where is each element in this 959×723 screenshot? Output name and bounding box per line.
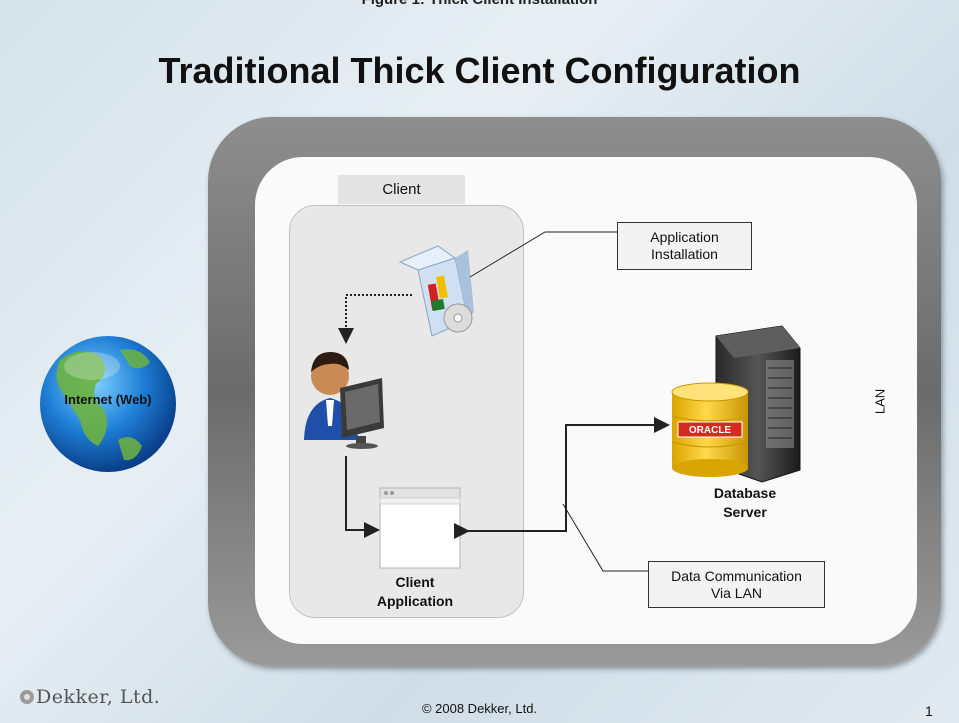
globe-icon: [40, 336, 176, 472]
install-box-icon: [398, 245, 474, 337]
callout-install-line-1: Application: [650, 229, 719, 245]
database-server-line-2: Server: [723, 504, 767, 520]
user-workstation-icon: [304, 352, 384, 449]
callout-install-line-2: Installation: [651, 246, 718, 262]
slide-title: Traditional Thick Client Configuration: [158, 50, 801, 91]
data-callout-connector: [562, 503, 648, 572]
page-number: 1: [925, 703, 933, 719]
database-server-label: Database Server: [690, 484, 800, 522]
database-server-line-1: Database: [713, 485, 777, 501]
footer-copyright: © 2008 Dekker, Ltd.: [421, 701, 538, 716]
workstation-to-app-arrow: [345, 456, 380, 538]
client-zone-label: Client: [338, 175, 465, 204]
callout-data-line-2: Via LAN: [710, 584, 763, 601]
install-flow-arrow: [338, 294, 412, 344]
figure-caption: Figure 1: Thick Client Installation: [0, 0, 959, 8]
internet-label: Internet (Web): [64, 392, 152, 407]
callout-data-line-1: Data Communication: [671, 567, 802, 584]
oracle-db-icon: ORACLE: [671, 382, 749, 477]
dekker-logo-icon: [20, 690, 34, 704]
footer-logo: Dekker, Ltd.: [36, 686, 161, 708]
app-window-icon: [379, 487, 461, 569]
client-application-label: Client Application: [365, 573, 465, 611]
client-application-line-2: Application: [376, 593, 454, 609]
install-callout-connector: [469, 231, 617, 278]
client-application-line-1: Client: [395, 574, 435, 590]
oracle-label: ORACLE: [689, 425, 732, 436]
lan-label: LAN: [872, 388, 888, 415]
lan-data-link: [454, 417, 670, 539]
